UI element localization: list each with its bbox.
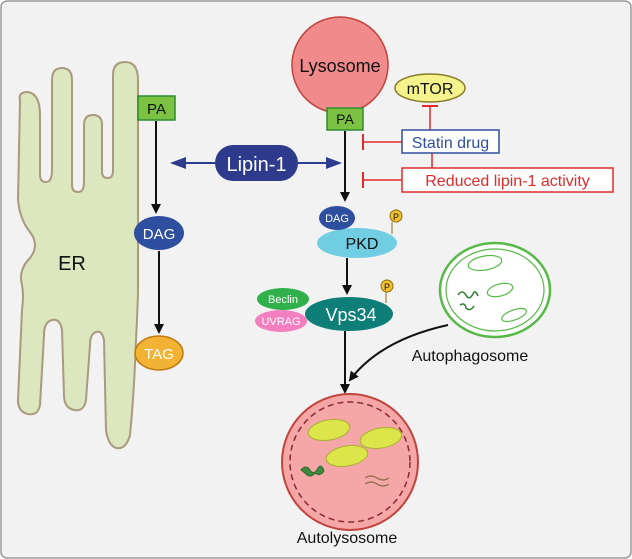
beclin-node <box>257 288 309 310</box>
er-membrane <box>16 60 139 450</box>
mtor-node <box>394 73 466 103</box>
pkd-label: PKD <box>346 236 379 253</box>
autophagosome-label: Autophagosome <box>412 348 529 365</box>
reduced-lipin-box <box>401 167 614 193</box>
autophagosome-icon <box>438 241 552 339</box>
vps34-node <box>305 297 393 331</box>
lipin-node <box>215 145 298 181</box>
er-tag-node <box>134 335 184 371</box>
er-dag-label: DAG <box>143 226 176 243</box>
uvrag-node <box>255 310 307 332</box>
pkd-dag-node <box>319 206 355 230</box>
vps34-label: Vps34 <box>325 305 376 325</box>
autolysosome-label: Autolysosome <box>297 530 398 547</box>
pkd-phospho-node <box>389 209 403 223</box>
beclin-label: Beclin <box>268 294 298 306</box>
pkd-node <box>317 228 397 258</box>
lipin-left-arrowhead <box>170 157 186 169</box>
pkd-dag-label: DAG <box>325 213 349 225</box>
er-dag-node <box>134 216 184 250</box>
statin-drug-box <box>401 129 500 154</box>
lysosome-pa-label: PA <box>336 111 354 127</box>
er-pa-box <box>137 95 176 121</box>
lipin-label: Lipin-1 <box>226 154 286 176</box>
lysosome-label: Lysosome <box>299 56 380 76</box>
vps34-phospho-label: P <box>384 282 390 292</box>
uvrag-label: UVRAG <box>261 316 300 328</box>
mtor-label: mTOR <box>407 81 454 98</box>
reduced-lipin-label: Reduced lipin-1 activity <box>425 173 590 190</box>
lysosome-pa-box <box>326 107 364 131</box>
lipin-right-arrowhead <box>326 157 342 169</box>
er-tag-label: TAG <box>144 346 174 363</box>
er-label: ER <box>58 253 86 275</box>
autolysosome-icon <box>281 393 419 531</box>
statin-drug-label: Statin drug <box>412 135 489 152</box>
pkd-phospho-label: P <box>393 212 399 222</box>
vps34-phospho-node <box>380 279 394 293</box>
er-pa-label: PA <box>147 101 166 118</box>
autophagosome-to-autolysosome-arrow <box>348 324 449 382</box>
